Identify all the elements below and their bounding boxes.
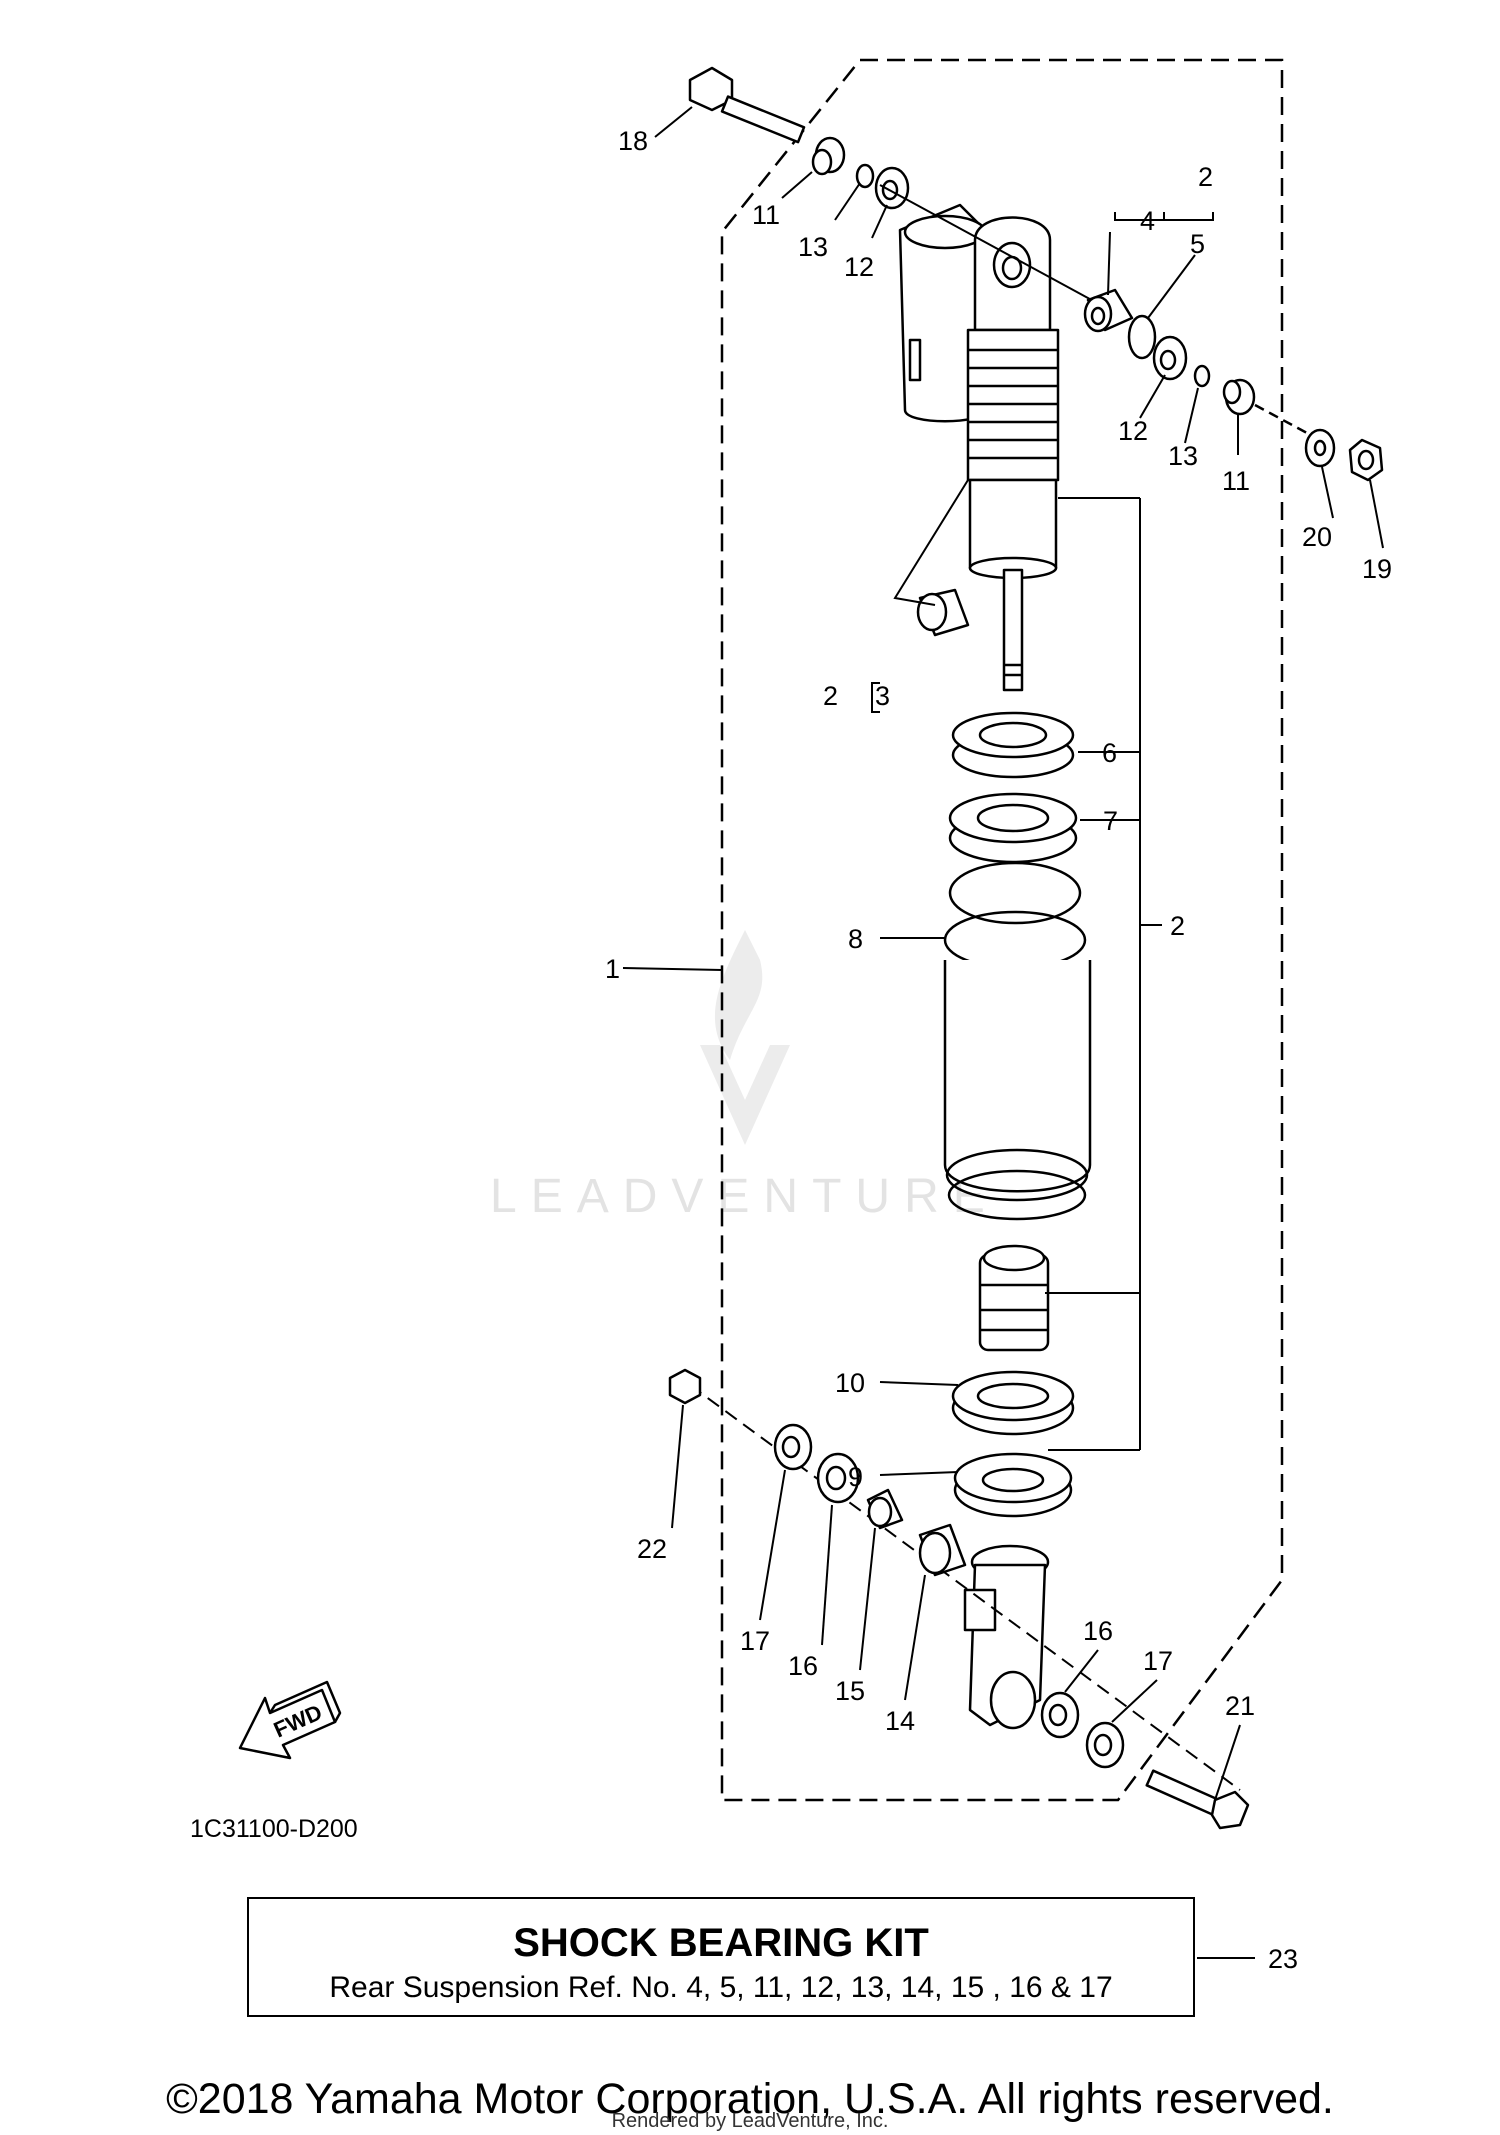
collar-11-lower	[1222, 378, 1256, 416]
callout-13-upper: 13	[798, 232, 828, 262]
callout-8: 8	[848, 924, 863, 954]
pivot-axis-lower	[689, 1384, 1241, 1791]
shock-threaded-body	[966, 328, 1060, 482]
callout-2-bracket: 2	[1198, 162, 1213, 192]
fwd-arrow-icon	[238, 1680, 342, 1760]
callout-13-lower: 13	[1168, 441, 1198, 471]
kit-title: SHOCK BEARING KIT	[513, 1921, 929, 1965]
shock-top-eye	[973, 216, 1052, 332]
callout-21: 21	[1225, 1691, 1255, 1721]
assembly-outline	[720, 58, 1284, 1802]
piston-rod	[1002, 568, 1024, 692]
callout-20: 20	[1302, 522, 1332, 552]
nut-19	[1348, 438, 1384, 482]
bump-stop	[978, 1244, 1050, 1352]
seal-16-left	[816, 1452, 860, 1504]
callout-12-upper: 12	[844, 252, 874, 282]
callout-11-lower: 11	[1222, 466, 1250, 496]
callout-22: 22	[637, 1534, 667, 1564]
nut-22	[668, 1368, 702, 1405]
oring-13-upper	[855, 163, 875, 189]
bushing-3	[916, 588, 970, 637]
seal-16-right	[1040, 1691, 1080, 1739]
callout-4: 4	[1140, 206, 1155, 236]
spring-seat-9	[953, 1452, 1073, 1518]
callout-3: 3	[875, 681, 890, 711]
spring-guide-10	[951, 1370, 1075, 1436]
callout-9: 9	[848, 1462, 863, 1492]
callout-17-left: 17	[740, 1626, 770, 1656]
diagram-code: 1C31100-D200	[190, 1815, 358, 1843]
rendered-by-notice: Rendered by LeadVenture, Inc.	[611, 2110, 889, 2132]
callout-6: 6	[1102, 738, 1117, 768]
copyright-notice: ©2018 Yamaha Motor Corporation, U.S.A. A…	[166, 2075, 1334, 2123]
watermark-text: LEADVENTURE	[490, 1170, 999, 1223]
seal-12-lower	[1152, 335, 1188, 381]
callout-15: 15	[835, 1676, 865, 1706]
collar-17-left	[773, 1423, 813, 1471]
leader-lines	[622, 106, 1384, 1959]
washer-20	[1304, 428, 1336, 468]
shock-lower-clevis	[963, 1544, 1050, 1730]
collar-11-upper	[811, 136, 846, 176]
watermark-logo	[700, 930, 790, 1145]
callout-16-right: 16	[1083, 1616, 1113, 1646]
callout-16-left: 16	[788, 1651, 818, 1681]
callout-12-lower: 12	[1118, 416, 1148, 446]
adjuster-7	[948, 792, 1078, 864]
shock-lower-body	[968, 478, 1058, 580]
pivot-axis-upper	[879, 184, 1111, 311]
collar-17-right	[1085, 1721, 1125, 1769]
callout-14: 14	[885, 1706, 915, 1736]
callout-5: 5	[1190, 229, 1205, 259]
callout-11-upper: 11	[752, 200, 780, 230]
callout-17-right: 17	[1143, 1646, 1173, 1676]
seal-12-upper	[874, 166, 910, 210]
circlip-5	[1127, 314, 1157, 360]
locknut-6	[951, 711, 1075, 779]
kit-info-box: SHOCK BEARING KIT Rear Suspension Ref. N…	[247, 1897, 1195, 2017]
callout-2-part3: 2	[823, 681, 838, 711]
callout-23: 23	[1268, 1944, 1298, 1974]
collar-15	[866, 1488, 904, 1530]
bearing-4	[1083, 288, 1134, 333]
bolt-21	[1145, 1769, 1250, 1830]
callout-18: 18	[618, 126, 648, 156]
callout-19: 19	[1362, 554, 1392, 584]
spring-8	[943, 861, 1092, 1221]
callout-2-assembly: 2	[1170, 911, 1185, 941]
callout-1: 1	[605, 954, 620, 984]
callout-labels: 18 11 13 12 2 4 5 12 13 11 20 19 2 3 6 7…	[605, 126, 1392, 1974]
kit-subtitle: Rear Suspension Ref. No. 4, 5, 11, 12, 1…	[329, 1971, 1113, 2004]
bearing-14	[918, 1523, 967, 1577]
oring-13-lower	[1193, 364, 1211, 388]
callout-7: 7	[1103, 806, 1118, 836]
callout-10: 10	[835, 1368, 865, 1398]
bolt-18	[688, 66, 806, 144]
